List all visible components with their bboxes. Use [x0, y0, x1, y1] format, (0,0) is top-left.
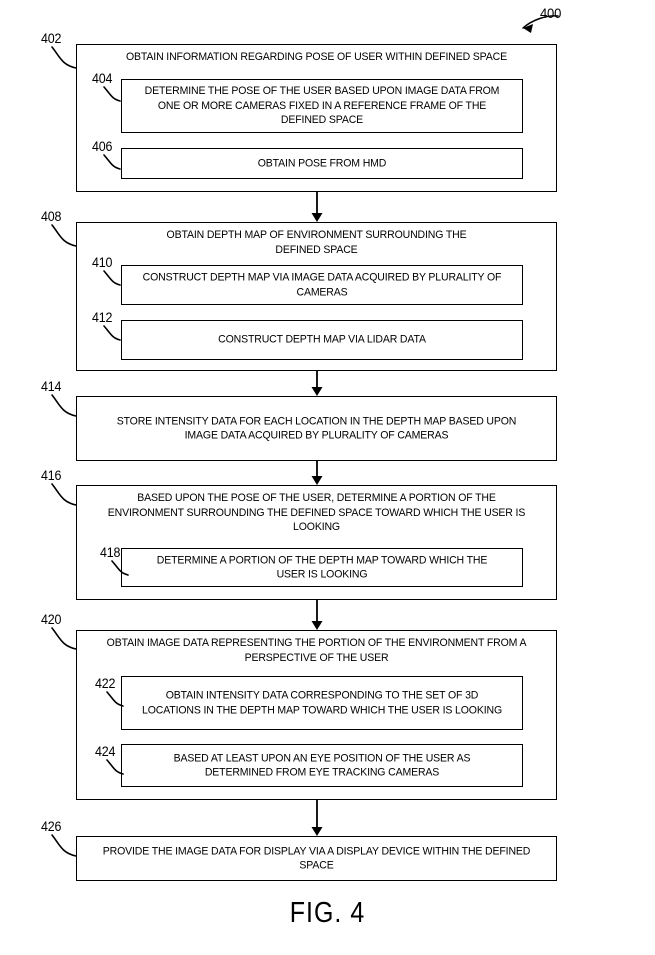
ref-numeral-402: 402	[41, 31, 62, 46]
ref-numeral-410: 410	[92, 255, 113, 270]
ref-numeral-406: 406	[92, 139, 113, 154]
step-label-426: PROVIDE THE IMAGE DATA FOR DISPLAY VIA A…	[102, 844, 531, 872]
ref-numeral-416: 416	[41, 468, 62, 483]
step-label-402: OBTAIN INFORMATION REGARDING POSE OF USE…	[126, 51, 507, 63]
step-box-426[interactable]: PROVIDE THE IMAGE DATA FOR DISPLAY VIA A…	[76, 836, 557, 881]
ref-numeral-408: 408	[41, 209, 62, 224]
substep-box-412[interactable]: CONSTRUCT DEPTH MAP VIA LIDAR DATA	[121, 320, 523, 360]
ref-numeral-414: 414	[41, 379, 62, 394]
substep-box-422[interactable]: OBTAIN INTENSITY DATA CORRESPONDING TO T…	[121, 676, 523, 730]
figure-number-400: 400	[540, 5, 562, 21]
substep-label-424: BASED AT LEAST UPON AN EYE POSITION OF T…	[173, 751, 471, 779]
substep-label-418: DETERMINE A PORTION OF THE DEPTH MAP TOW…	[156, 553, 488, 581]
substep-label-406: OBTAIN POSE FROM HMD	[257, 157, 387, 170]
substep-box-424[interactable]: BASED AT LEAST UPON AN EYE POSITION OF T…	[121, 744, 523, 787]
step-label-416: BASED UPON THE POSE OF THE USER, DETERMI…	[107, 492, 526, 534]
ref-numeral-418: 418	[100, 545, 121, 560]
step-box-420[interactable]: OBTAIN IMAGE DATA REPRESENTING THE PORTI…	[76, 630, 557, 800]
ref-numeral-424: 424	[95, 744, 116, 759]
ref-numeral-422: 422	[95, 676, 116, 691]
step-box-408[interactable]: OBTAIN DEPTH MAP OF ENVIRONMENT SURROUND…	[76, 222, 557, 371]
ref-numeral-426: 426	[41, 819, 62, 834]
substep-label-410: CONSTRUCT DEPTH MAP VIA IMAGE DATA ACQUI…	[142, 271, 502, 298]
ref-numeral-412: 412	[92, 310, 113, 325]
substep-box-404[interactable]: DETERMINE THE POSE OF THE USER BASED UPO…	[121, 79, 523, 133]
substep-box-406[interactable]: OBTAIN POSE FROM HMD	[121, 148, 523, 179]
step-label-420: OBTAIN IMAGE DATA REPRESENTING THE PORTI…	[106, 637, 527, 664]
substep-label-404: DETERMINE THE POSE OF THE USER BASED UPO…	[144, 85, 500, 127]
substep-label-412: CONSTRUCT DEPTH MAP VIA LIDAR DATA	[218, 333, 426, 346]
step-box-402[interactable]: OBTAIN INFORMATION REGARDING POSE OF USE…	[76, 44, 557, 192]
step-label-408: OBTAIN DEPTH MAP OF ENVIRONMENT SURROUND…	[166, 229, 467, 256]
substep-label-422: OBTAIN INTENSITY DATA CORRESPONDING TO T…	[141, 689, 502, 716]
step-label-414: STORE INTENSITY DATA FOR EACH LOCATION I…	[116, 414, 517, 442]
figure-number-arrowhead	[523, 24, 533, 33]
substep-box-410[interactable]: CONSTRUCT DEPTH MAP VIA IMAGE DATA ACQUI…	[121, 265, 523, 305]
ref-numeral-404: 404	[92, 71, 113, 86]
figure-caption: FIG. 4	[289, 897, 366, 929]
step-box-414[interactable]: STORE INTENSITY DATA FOR EACH LOCATION I…	[76, 396, 557, 461]
substep-box-418[interactable]: DETERMINE A PORTION OF THE DEPTH MAP TOW…	[121, 548, 523, 587]
step-box-416[interactable]: BASED UPON THE POSE OF THE USER, DETERMI…	[76, 485, 557, 600]
ref-numeral-420: 420	[41, 612, 62, 627]
